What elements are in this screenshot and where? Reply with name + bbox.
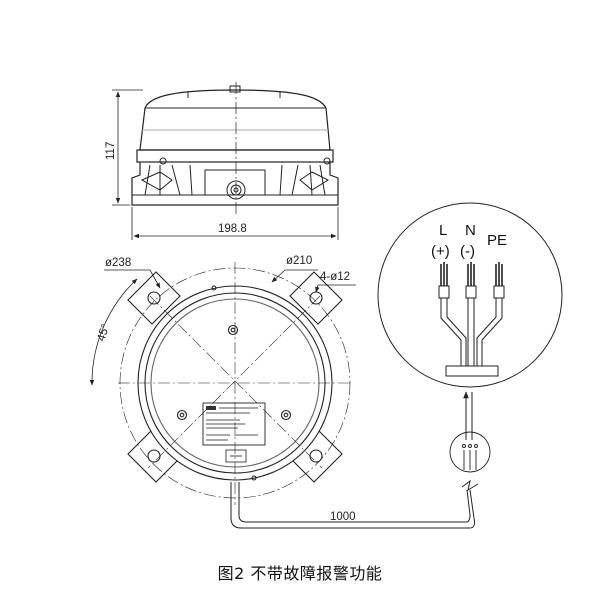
side-view <box>131 82 339 215</box>
terminal-N-ferrule <box>465 285 477 299</box>
height-dimension-label: 117 <box>105 142 117 160</box>
terminal-N-polarity: (-) <box>460 243 475 260</box>
terminal-N-label: N <box>465 222 476 239</box>
screw <box>227 324 239 336</box>
terminal-PE-label: PE <box>487 232 507 249</box>
terminal-PE-ferrule <box>493 285 505 299</box>
dome-outline <box>144 89 327 109</box>
wiring-detail-circle <box>377 202 563 388</box>
mounting-lug-tl <box>127 271 181 325</box>
width-dimension-label: 198.8 <box>218 223 247 235</box>
top-view-centerlines <box>118 262 352 505</box>
lens-body <box>139 107 331 151</box>
bolt-circle-label: ø210 <box>286 255 312 267</box>
terminal-L-label: L <box>439 222 447 239</box>
nameplate <box>202 402 266 463</box>
mounting-holes-label: 4-ø12 <box>320 271 350 283</box>
cable-end-detail <box>449 431 491 473</box>
mounting-hole <box>309 291 323 305</box>
cable-length-label: 1000 <box>330 511 356 523</box>
side-dimensions <box>112 89 339 240</box>
mounting-hole <box>147 291 161 305</box>
terminal-L-polarity: (+) <box>431 243 450 260</box>
outer-diameter-label: ø238 <box>105 257 131 269</box>
terminal-L-ferrule <box>438 285 450 299</box>
screw <box>176 409 188 421</box>
figure-caption: 图2 不带故障报警功能 <box>217 564 383 583</box>
top-dimensions <box>89 269 356 386</box>
base-band <box>136 149 334 163</box>
screw <box>280 409 292 421</box>
housing-base <box>131 162 339 206</box>
angle-label: 45° <box>95 323 112 343</box>
wiring-detail <box>377 202 563 388</box>
